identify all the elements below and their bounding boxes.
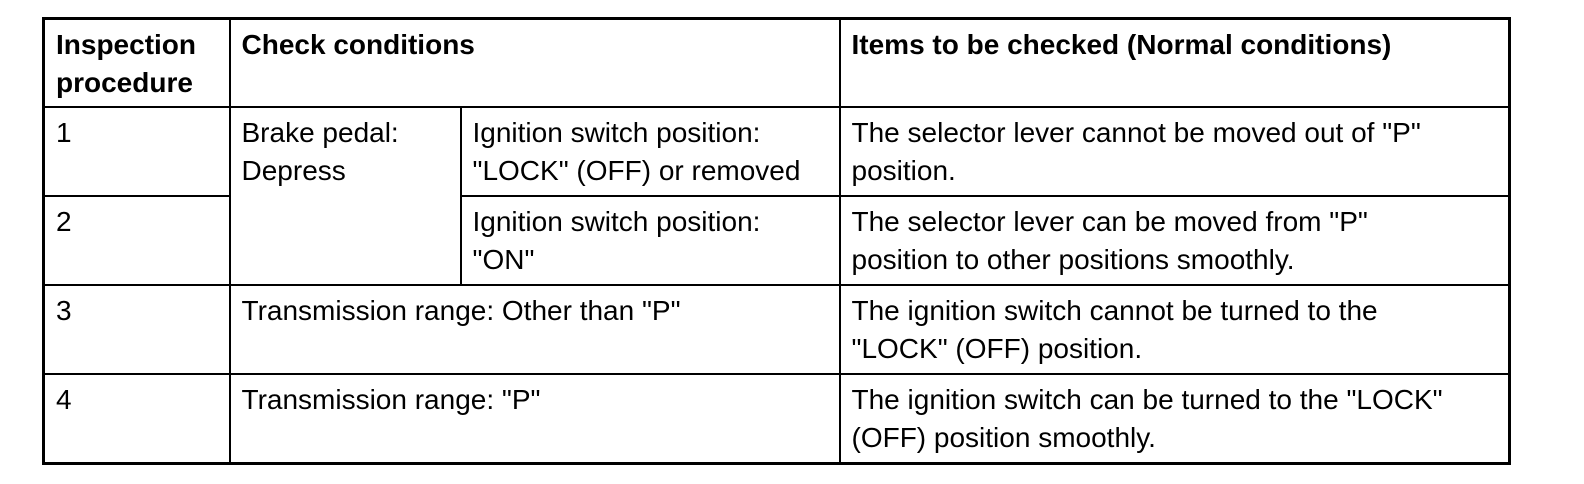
row3-procedure-number: 3 bbox=[42, 284, 231, 375]
header-inspection-procedure: Inspection procedure bbox=[42, 17, 231, 108]
row2-normal-condition: The selector lever can be moved from "P"… bbox=[838, 195, 1511, 286]
table-row-1: 1 Brake pedal: Depress Ignition switch p… bbox=[42, 106, 1511, 286]
row2-procedure-number: 2 bbox=[42, 195, 231, 286]
row3-transmission-condition: Transmission range: Other than "P" bbox=[228, 284, 841, 375]
header-items-to-be-checked: Items to be checked (Normal conditions) bbox=[838, 17, 1511, 108]
row3-normal-condition: The ignition switch cannot be turned to … bbox=[838, 284, 1511, 375]
row4-procedure-number: 4 bbox=[42, 373, 231, 464]
row1-ignition-condition: Ignition switch position: "LOCK" (OFF) o… bbox=[459, 106, 841, 197]
table-row-2: 2 Ignition switch position: "ON" The sel… bbox=[42, 195, 1511, 286]
row4-normal-condition: The ignition switch can be turned to the… bbox=[838, 373, 1511, 464]
table-row-3: 3 Transmission range: Other than "P" The… bbox=[42, 284, 1511, 375]
table-header-row: Inspection procedure Check conditions It… bbox=[42, 17, 1511, 108]
row4-transmission-condition: Transmission range: "P" bbox=[228, 373, 841, 464]
row2-ignition-condition: Ignition switch position: "ON" bbox=[459, 195, 841, 286]
table-row-4: 4 Transmission range: "P" The ignition s… bbox=[42, 373, 1511, 464]
header-check-conditions: Check conditions bbox=[228, 17, 841, 108]
row1-normal-condition: The selector lever cannot be moved out o… bbox=[838, 106, 1511, 197]
inspection-procedure-table: Inspection procedure Check conditions It… bbox=[42, 17, 1511, 465]
row1-brake-pedal-condition: Brake pedal: Depress bbox=[228, 106, 462, 286]
row1-procedure-number: 1 bbox=[42, 106, 231, 197]
